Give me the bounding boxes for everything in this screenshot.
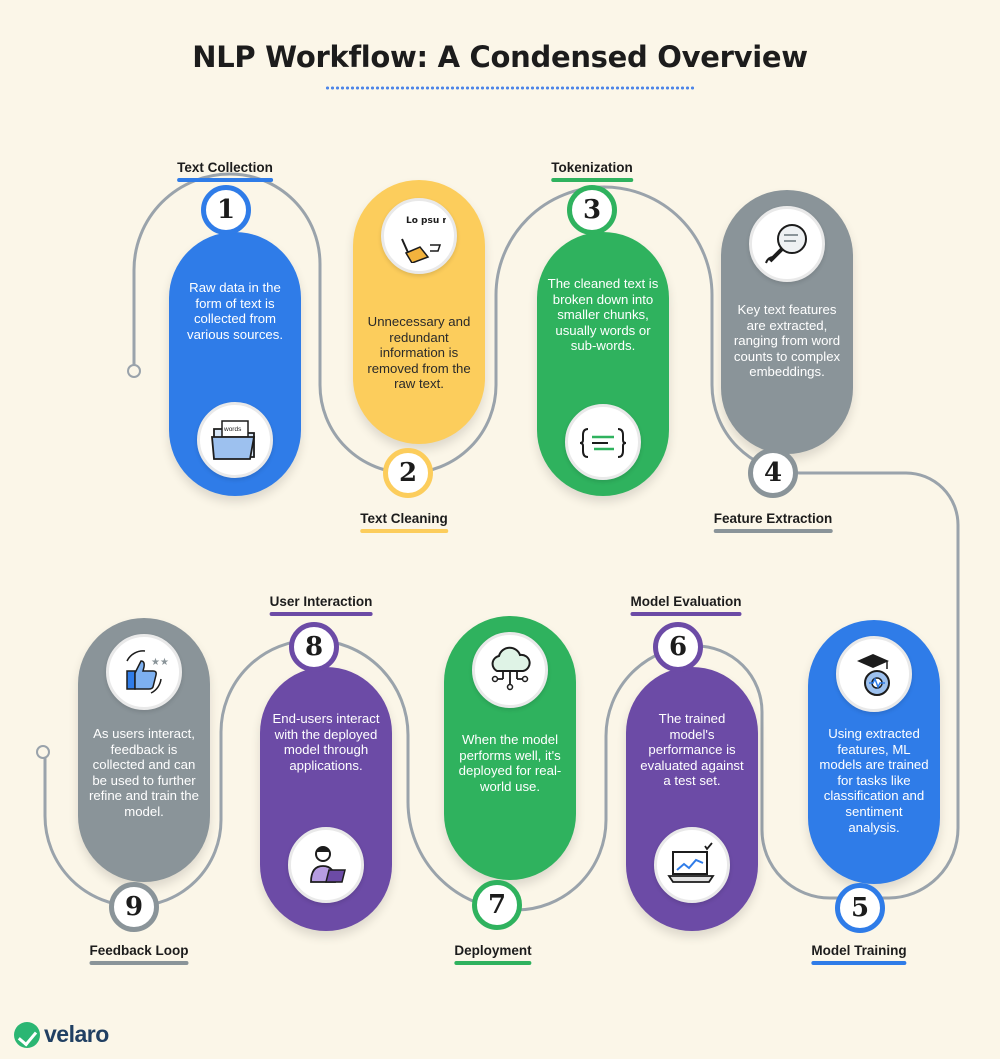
- step-6-description: The trained model's performance is evalu…: [640, 711, 744, 789]
- step-1-card: Raw data in the form of text is collecte…: [169, 232, 301, 496]
- step-4-card: Key text features are extracted, ranging…: [721, 190, 853, 454]
- laptop-chart-icon: [654, 827, 730, 903]
- user-laptop-icon: [288, 827, 364, 903]
- folder-icon: words: [197, 402, 273, 478]
- checkmark-icon: [14, 1021, 40, 1048]
- brackets-icon: [565, 404, 641, 480]
- step-9-card: ★★ As users interact, feedback is collec…: [78, 618, 210, 882]
- step-2-description: Unnecessary and redundant information is…: [367, 314, 471, 392]
- step-3-badge: 3: [567, 185, 617, 235]
- step-8-card: End-users interact with the deployed mod…: [260, 667, 392, 931]
- broom-icon-text: Lo psu m: [406, 216, 446, 226]
- step-3-card: The cleaned text is broken down into sma…: [537, 232, 669, 496]
- step-1-label: Text Collection: [177, 160, 273, 182]
- step-4-badge: 4: [748, 448, 798, 498]
- step-8-description: End-users interact with the deployed mod…: [272, 711, 380, 773]
- step-2-badge: 2: [383, 448, 433, 498]
- path-end-dot: [36, 745, 50, 759]
- step-7-label: Deployment: [454, 943, 531, 965]
- page-title: NLP Workflow: A Condensed Overview: [192, 40, 808, 74]
- step-6-label: Model Evaluation: [630, 594, 741, 616]
- brand-name: velaro: [44, 1021, 109, 1047]
- step-1-badge: 1: [201, 185, 251, 235]
- step-9-description: As users interact, feedback is collected…: [89, 726, 199, 819]
- step-8-badge: 8: [289, 622, 339, 672]
- step-6-badge: 6: [653, 622, 703, 672]
- step-6-card: The trained model's performance is evalu…: [626, 667, 758, 931]
- step-9-badge: 9: [109, 882, 159, 932]
- step-2-label: Text Cleaning: [360, 511, 448, 533]
- step-3-label: Tokenization: [551, 160, 633, 182]
- step-2-card: Lo psu m Unnecessary and redundant infor…: [353, 180, 485, 444]
- broom-icon: Lo psu m: [381, 198, 457, 274]
- cloud-network-icon: [472, 632, 548, 708]
- svg-text:★★: ★★: [151, 657, 169, 668]
- graduation-gear-icon: [836, 636, 912, 712]
- path-start-dot: [127, 364, 141, 378]
- step-8-label: User Interaction: [270, 594, 373, 616]
- step-7-badge: 7: [472, 880, 522, 930]
- brand-logo: velaro: [14, 1021, 109, 1048]
- step-5-card: Using extracted features, ML models are …: [808, 620, 940, 884]
- step-4-label: Feature Extraction: [714, 511, 833, 533]
- step-5-description: Using extracted features, ML models are …: [819, 726, 929, 835]
- step-7-card: When the model performs well, it's deplo…: [444, 616, 576, 880]
- step-4-description: Key text features are extracted, ranging…: [733, 302, 841, 380]
- thumbs-up-icon: ★★: [106, 634, 182, 710]
- step-3-description: The cleaned text is broken down into sma…: [547, 276, 659, 354]
- folder-icon-text: words: [223, 426, 242, 433]
- magnifier-icon: [749, 206, 825, 282]
- step-5-label: Model Training: [811, 943, 906, 965]
- step-9-label: Feedback Loop: [89, 943, 188, 965]
- step-5-badge: 5: [835, 883, 885, 933]
- step-7-description: When the model performs well, it's deplo…: [458, 732, 562, 794]
- title-underline: [325, 86, 695, 90]
- step-1-description: Raw data in the form of text is collecte…: [186, 280, 283, 342]
